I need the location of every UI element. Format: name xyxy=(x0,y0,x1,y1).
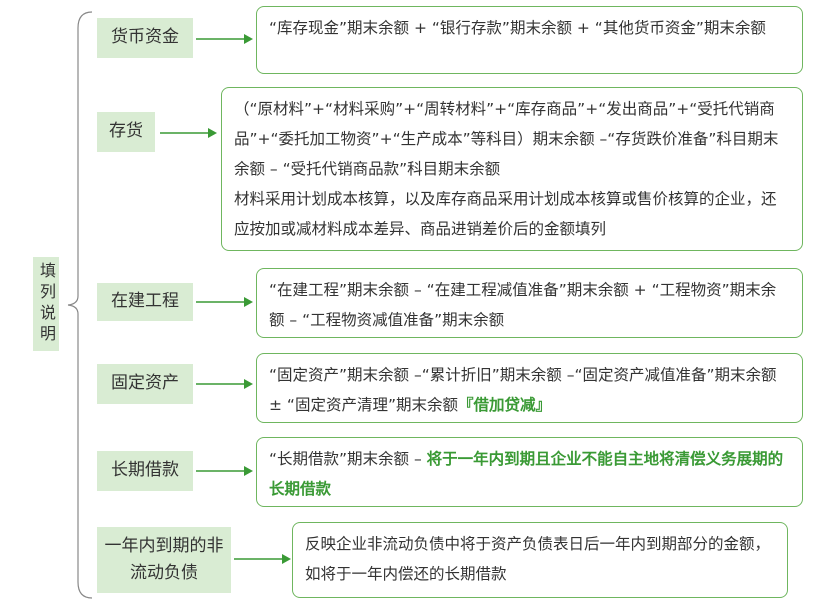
category-construction-label: 在建工程 xyxy=(111,291,179,312)
formula-cash: “库存现金”期末余额 + “银行存款”期末余额 + “其他货币资金”期末余额 xyxy=(269,19,766,37)
formula-box-inventory: （“原材料”+“材料采购”+“周转材料”+“库存商品”+“发出商品”+“受托代销… xyxy=(221,87,803,251)
formula-fixed-assets: “固定资产”期末余额 –“累计折旧”期末余额 –“固定资产减值准备”期末余额 ±… xyxy=(269,366,777,414)
formula-inventory-note: 材料采用计划成本核算，以及库存商品采用计划成本核算或售价核算的企业，还应按加或减… xyxy=(234,190,777,238)
arrow-inventory xyxy=(160,128,217,138)
category-cash-label: 货币资金 xyxy=(111,27,179,48)
arrow-construction xyxy=(196,297,253,307)
category-inventory: 存货 xyxy=(97,112,155,152)
category-current-portion: 一年内到期的非流动负债 xyxy=(97,527,231,593)
formula-inventory: （“原材料”+“材料采购”+“周转材料”+“库存商品”+“发出商品”+“受托代销… xyxy=(234,100,779,178)
formula-box-current-portion: 反映企业非流动负债中将于资产负债表日后一年内到期部分的金额，如将于一年内偿还的长… xyxy=(292,522,788,598)
arrow-current-portion xyxy=(234,554,291,564)
formula-box-long-term-loans: “长期借款”期末余额 – 将于一年内到期且企业不能自主地将清偿义务展期的长期借款 xyxy=(256,437,803,507)
arrow-cash xyxy=(196,34,253,44)
formula-long-term-loans-highlight: 将于一年内到期且企业不能自主地将清偿义务展期的长期借款 xyxy=(269,450,784,498)
formula-long-term-loans: “长期借款”期末余额 – xyxy=(269,450,427,468)
category-long-term-loans: 长期借款 xyxy=(97,451,193,491)
brace-connector xyxy=(67,11,93,599)
category-inventory-label: 存货 xyxy=(109,121,143,142)
formula-construction: “在建工程”期末余额 – “在建工程减值准备”期末余额 + “工程物资”期末余额… xyxy=(269,281,777,329)
formula-box-fixed-assets: “固定资产”期末余额 –“累计折旧”期末余额 –“固定资产减值准备”期末余额 ±… xyxy=(256,353,803,423)
category-long-term-loans-label: 长期借款 xyxy=(111,460,179,481)
category-fixed-assets-label: 固定资产 xyxy=(111,373,179,394)
root-label: 填列说明 xyxy=(33,257,59,351)
arrow-fixed-assets xyxy=(196,379,253,389)
root-label-text: 填列说明 xyxy=(37,262,56,346)
formula-current-portion: 反映企业非流动负债中将于资产负债表日后一年内到期部分的金额，如将于一年内偿还的长… xyxy=(305,535,771,583)
formula-box-construction: “在建工程”期末余额 – “在建工程减值准备”期末余额 + “工程物资”期末余额… xyxy=(256,268,803,338)
category-construction: 在建工程 xyxy=(97,283,193,321)
category-fixed-assets: 固定资产 xyxy=(97,364,193,404)
formula-fixed-assets-highlight: 『借加贷减』 xyxy=(457,396,551,414)
formula-box-cash: “库存现金”期末余额 + “银行存款”期末余额 + “其他货币资金”期末余额 xyxy=(256,6,803,74)
category-cash: 货币资金 xyxy=(97,18,193,58)
category-current-portion-label: 一年内到期的非流动负债 xyxy=(104,535,224,583)
arrow-long-term-loans xyxy=(196,466,253,476)
